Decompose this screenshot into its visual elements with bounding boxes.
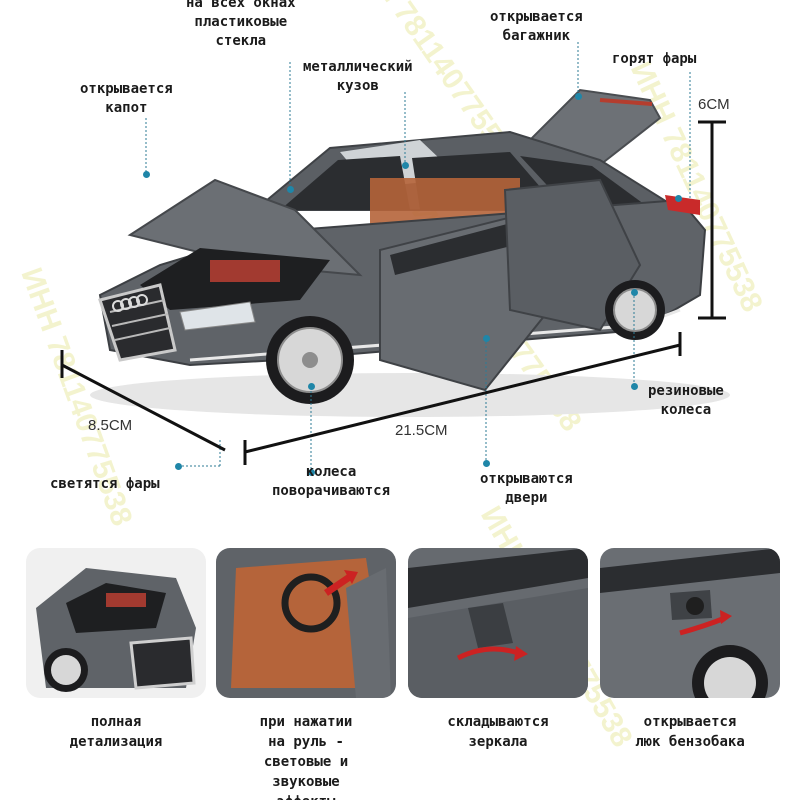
feature-thumb-detail [26,548,206,698]
label-rubber-wheels: резиновые колеса [648,383,724,418]
feature-thumb-fuel [600,548,780,698]
marker-dot [675,195,682,202]
label-wheels-turn: колеса поворачиваются [272,464,391,499]
marker-dot [175,463,182,470]
dimension-length: 21.5CM [395,422,448,439]
feature-caption-fuel: открывается люк бензобака [635,714,745,750]
marker-dot [143,171,150,178]
feature-caption-steering: при нажатии на руль - световые и звуковы… [259,714,353,800]
label-metal-body: металлический кузов [303,59,413,94]
label-doors-open: открываются двери [480,471,573,506]
marker-dot [402,162,409,169]
label-hood-opens: открывается капот [80,81,173,116]
side-mirror-photo-icon [408,548,588,698]
feature-caption-mirror: складываются зеркала [447,714,549,750]
marker-dot [287,186,294,193]
feature-thumb-steering [216,548,396,698]
marker-dot [308,469,315,476]
label-lights-glow: светятся фары [50,476,160,492]
label-trunk-opens: открывается багажник [490,9,583,44]
feature-caption-detail: полная детализация [69,714,163,750]
marker-dot [631,289,638,296]
dimension-height: 6CM [698,96,730,113]
marker-dot [631,383,638,390]
label-headlights-on: горят фары [612,51,697,67]
label-plastic-glass: на всех окнах пластиковые стекла [186,0,296,49]
engine-bay-photo-icon [26,548,206,698]
marker-dot [483,460,490,467]
dimension-width: 8.5CM [88,417,133,434]
feature-thumb-mirror [408,548,588,698]
fuel-door-photo-icon [600,548,780,698]
steering-wheel-photo-icon [216,548,396,698]
marker-dot [308,383,315,390]
marker-dot [483,335,490,342]
marker-dot [575,93,582,100]
